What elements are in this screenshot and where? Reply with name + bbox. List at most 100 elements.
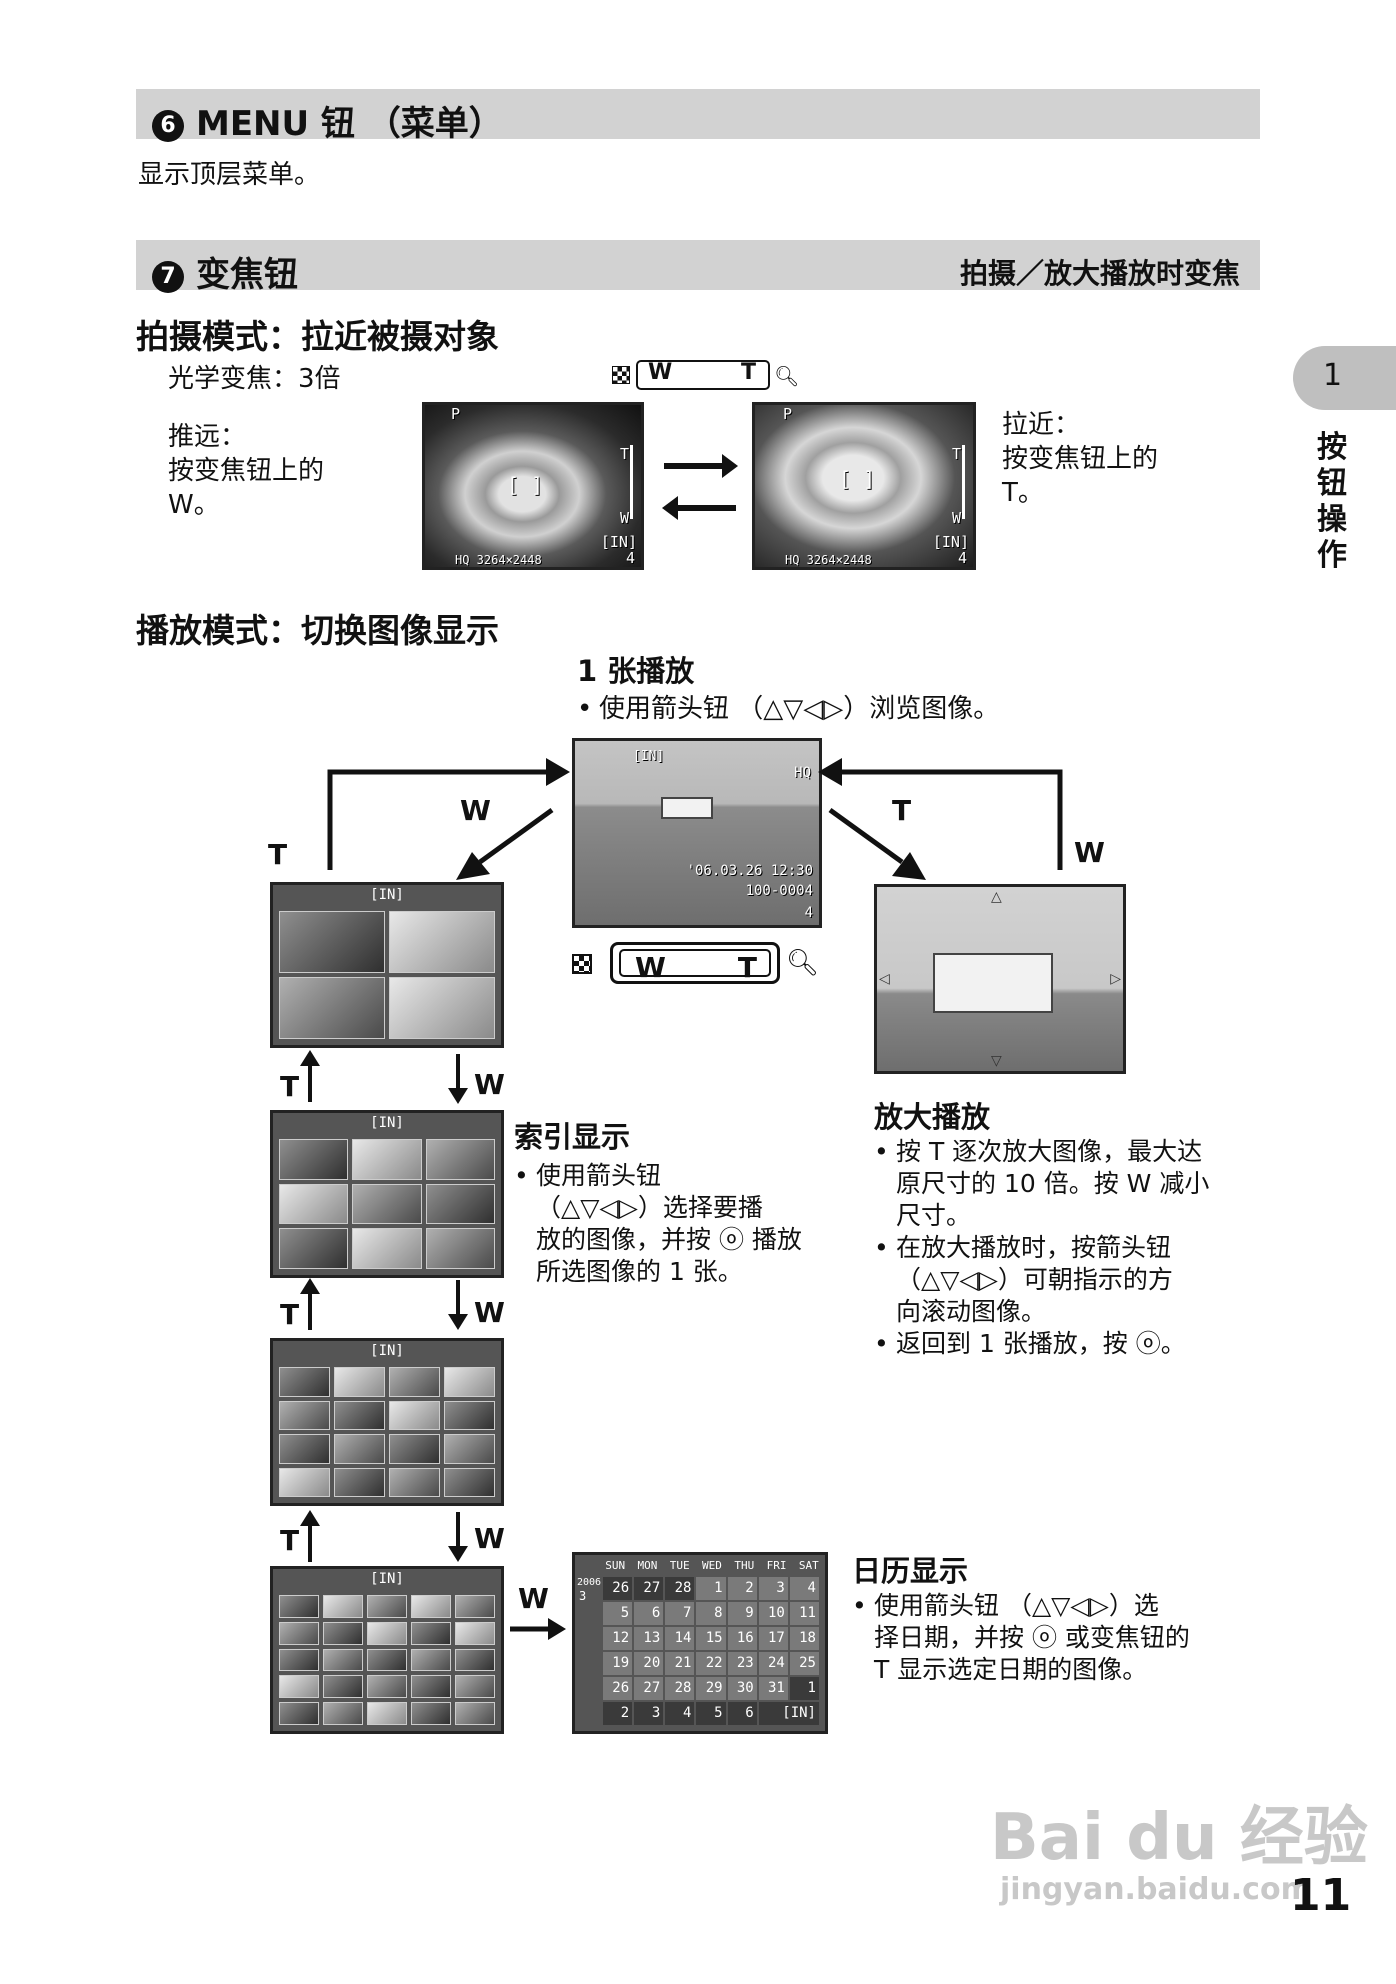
thumb[interactable]: [425, 1183, 495, 1225]
calendar-day[interactable]: 3: [758, 1577, 788, 1600]
calendar-day[interactable]: 26: [603, 1577, 633, 1600]
thumb[interactable]: [444, 1400, 495, 1430]
calendar-day[interactable]: 28: [665, 1577, 695, 1600]
thumb[interactable]: [334, 1367, 385, 1397]
thumb[interactable]: [334, 1467, 385, 1497]
flow-arrows-top: [327, 758, 1063, 880]
calendar-day[interactable]: 28: [665, 1677, 695, 1700]
calendar-day[interactable]: 9: [727, 1602, 757, 1625]
thumb[interactable]: [389, 911, 495, 973]
calendar-day[interactable]: 8: [696, 1602, 726, 1625]
thumb[interactable]: [455, 1675, 495, 1699]
calendar-day[interactable]: 29: [696, 1677, 726, 1700]
calendar-day[interactable]: 3: [634, 1702, 664, 1725]
thumb[interactable]: [455, 1621, 495, 1645]
thumb[interactable]: [323, 1648, 363, 1672]
calendar-day[interactable]: 5: [696, 1702, 726, 1725]
thumb[interactable]: [389, 977, 495, 1039]
thumb[interactable]: [334, 1434, 385, 1464]
calendar-day[interactable]: 1: [789, 1677, 819, 1700]
calendar-day[interactable]: 19: [603, 1652, 633, 1675]
calendar-day[interactable]: 2: [727, 1577, 757, 1600]
thumb[interactable]: [411, 1702, 451, 1725]
thumb[interactable]: [279, 1400, 330, 1430]
thumb[interactable]: [411, 1595, 451, 1618]
thumb[interactable]: [352, 1139, 422, 1180]
calendar-day[interactable]: 23: [727, 1652, 757, 1675]
calendar-day[interactable]: 27: [634, 1677, 664, 1700]
thumb[interactable]: [367, 1702, 407, 1725]
line: （△▽◁▷）可朝指示的方: [896, 1265, 1173, 1294]
thumb[interactable]: [367, 1595, 407, 1618]
calendar-day[interactable]: 22: [696, 1652, 726, 1675]
thumb[interactable]: [389, 1434, 440, 1464]
calendar-day[interactable]: 4: [665, 1702, 695, 1725]
thumb[interactable]: [323, 1621, 363, 1645]
thumb[interactable]: [444, 1367, 495, 1397]
thumb[interactable]: [323, 1595, 363, 1618]
calendar-day[interactable]: 14: [665, 1627, 695, 1650]
thumb[interactable]: [425, 1139, 495, 1180]
calendar-day[interactable]: 5: [603, 1602, 633, 1625]
thumb[interactable]: [411, 1675, 451, 1699]
thumb[interactable]: [444, 1434, 495, 1464]
thumb[interactable]: [279, 1648, 319, 1672]
calendar-day[interactable]: 26: [603, 1677, 633, 1700]
calendar-day[interactable]: 10: [758, 1602, 788, 1625]
thumb[interactable]: [455, 1648, 495, 1672]
thumb[interactable]: [279, 911, 385, 973]
calendar-day[interactable]: 6: [727, 1702, 757, 1725]
thumb[interactable]: [279, 1467, 330, 1497]
calendar-day[interactable]: 2: [603, 1702, 633, 1725]
section-6-number: 6: [152, 110, 184, 142]
thumb[interactable]: [389, 1400, 440, 1430]
thumb[interactable]: [455, 1702, 495, 1725]
thumb[interactable]: [411, 1648, 451, 1672]
calendar-day[interactable]: 16: [727, 1627, 757, 1650]
thumb[interactable]: [279, 1183, 349, 1225]
thumb[interactable]: [279, 1367, 330, 1397]
thumb[interactable]: [279, 1675, 319, 1699]
calendar-day[interactable]: 11: [789, 1602, 819, 1625]
calendar-day[interactable]: 24: [758, 1652, 788, 1675]
thumb[interactable]: [279, 1702, 319, 1725]
thumb[interactable]: [367, 1675, 407, 1699]
thumb[interactable]: [279, 1434, 330, 1464]
calendar-day[interactable]: 18: [789, 1627, 819, 1650]
calendar-day[interactable]: 7: [665, 1602, 695, 1625]
calendar-day[interactable]: 1: [696, 1577, 726, 1600]
calendar-day[interactable]: 6: [634, 1602, 664, 1625]
thumb[interactable]: [367, 1648, 407, 1672]
thumb[interactable]: [334, 1400, 385, 1430]
calendar-day[interactable]: 13: [634, 1627, 664, 1650]
thumb[interactable]: [389, 1467, 440, 1497]
thumb[interactable]: [352, 1183, 422, 1225]
thumb[interactable]: [323, 1675, 363, 1699]
calendar-day[interactable]: 30: [727, 1677, 757, 1700]
thumb[interactable]: [389, 1367, 440, 1397]
thumb[interactable]: [279, 1228, 349, 1269]
thumb[interactable]: [279, 1139, 349, 1180]
thumb[interactable]: [444, 1467, 495, 1497]
lcd-w: W: [619, 509, 629, 527]
thumb[interactable]: [367, 1621, 407, 1645]
calendar-day[interactable]: 20: [634, 1652, 664, 1675]
thumb[interactable]: [279, 1595, 319, 1618]
calendar-day[interactable]: 31: [758, 1677, 788, 1700]
thumb[interactable]: [352, 1228, 422, 1269]
calendar-day[interactable]: 15: [696, 1627, 726, 1650]
calendar-day[interactable]: 17: [758, 1627, 788, 1650]
thumb[interactable]: [425, 1228, 495, 1269]
thumb[interactable]: [279, 1621, 319, 1645]
zoom-lever-small: W T 🔍︎: [612, 360, 799, 390]
calendar-day[interactable]: 27: [634, 1577, 664, 1600]
calendar-day[interactable]: 25: [789, 1652, 819, 1675]
calendar-day[interactable]: 21: [665, 1652, 695, 1675]
thumb[interactable]: [455, 1595, 495, 1618]
calendar-month: 3: [579, 1589, 587, 1603]
calendar-day[interactable]: 4: [789, 1577, 819, 1600]
thumb[interactable]: [411, 1621, 451, 1645]
thumb[interactable]: [279, 977, 385, 1039]
calendar-day[interactable]: 12: [603, 1627, 633, 1650]
thumb[interactable]: [323, 1702, 363, 1725]
